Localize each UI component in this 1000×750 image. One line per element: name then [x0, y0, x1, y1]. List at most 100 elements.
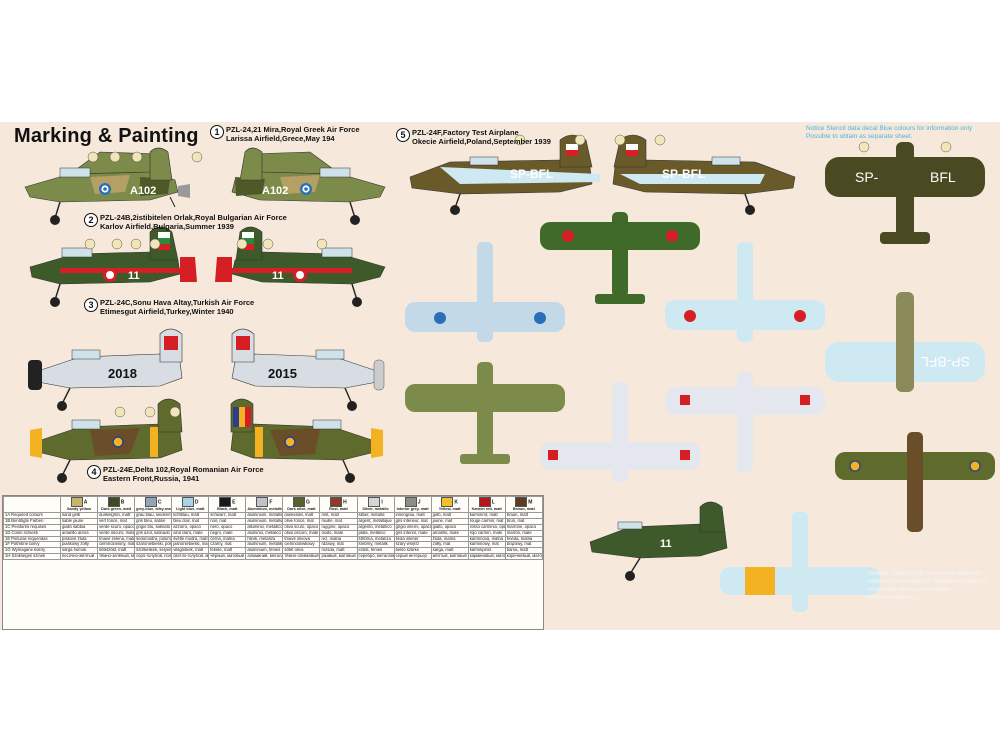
color-swatch — [292, 497, 305, 507]
turkish-number-right: 2015 — [268, 366, 297, 381]
polish-profile-right — [612, 134, 796, 215]
legend-cell: алюминий, металлик — [245, 553, 284, 561]
greek-profile-right — [231, 147, 386, 225]
legend-cell: jasnoniebieski, mat — [171, 541, 210, 549]
legend-column-code: J — [417, 499, 421, 506]
polish-top-view — [825, 142, 985, 244]
bulgarian-bottom-view — [665, 242, 825, 342]
callout-markers — [84, 134, 952, 418]
legend-cell: gris intérieur, mat — [393, 517, 432, 525]
legend-column-code: A — [83, 499, 88, 506]
color-swatch — [256, 497, 269, 507]
legend-row-label: 1H Szükséges színek — [3, 553, 61, 561]
scheme-5-line2: Okecie Airfield,Poland,September 1939 — [412, 137, 551, 146]
legend-cell: verde oscuro, mate — [97, 529, 136, 537]
color-swatch — [330, 497, 343, 507]
legend-cell: карминовый, матовый — [467, 553, 506, 561]
legend-cell: argento, metallico — [356, 523, 395, 531]
bulgarian-number-right: 11 — [272, 270, 284, 282]
scheme-3-line2: Etimesgut Airfield,Turkey,Winter 1940 — [100, 307, 234, 316]
legend-column-name: Silver, metallic — [362, 507, 389, 511]
romanian-bottom-view — [720, 512, 880, 612]
legend-column-name: Aluminium, metallic — [247, 507, 283, 511]
legend-cell: серебро, металлик — [356, 553, 395, 561]
legend-cell: tmavě zelená, matná — [97, 535, 136, 543]
legend-cell: коричневый, матовый — [504, 553, 544, 561]
legend-cell: aluminio, metálico — [245, 529, 284, 537]
legend-column-name: Yellow, matt — [438, 507, 461, 511]
romanian-profile-right — [230, 398, 383, 483]
painting-sheet: Marking & Painting A102 — [0, 122, 1000, 630]
legend-column-code: C — [157, 499, 162, 506]
legend-column-name: Light blue, matt — [176, 507, 205, 511]
scheme-3-line1: PZL-24C,Sonu Hava Altay,Turkish Air Forc… — [100, 298, 255, 307]
bulgarian-profile-right — [215, 226, 386, 307]
legend-cell: aluminium, metalik — [245, 541, 284, 549]
legend-cell: песочно-жёлтый — [59, 553, 99, 561]
aircraft-profiles: A102 A102 11 — [24, 134, 995, 612]
color-swatch — [107, 497, 120, 507]
legend-cell: rosso carminio, opaco — [467, 523, 506, 531]
legend-cell: stříbrná, metalíza — [356, 535, 395, 543]
legend-cell: серый интерьер — [393, 553, 432, 561]
legend-column-name: Karmin red, matt — [471, 507, 502, 511]
legend-column-code: G — [305, 499, 310, 506]
legend-cell: szürkéskék, selyem — [134, 547, 173, 555]
legend-cell: šedomodrá, polomat — [134, 535, 173, 543]
legend-cell: dunkelgrün, matt — [97, 511, 136, 519]
legend-column-code: D — [194, 499, 199, 506]
color-swatch — [70, 497, 83, 507]
legend-cell: aluminium, metallic — [245, 511, 284, 519]
legend-cell: alluminio, metallico — [245, 523, 284, 531]
stencil-note: Notice Stencil data decal Blue colours f… — [806, 125, 973, 140]
polish-top-reg-left: SP- — [855, 169, 879, 185]
legend-column-code: E — [232, 499, 236, 506]
scheme-4-caption: 4 PZL-24E,Delta 102,Royal Romanian Air F… — [87, 465, 264, 483]
bulgarian-profile-left — [29, 226, 197, 307]
scheme-5-caption: 5 PZL-24F,Factory Test Airplane Okecie A… — [396, 128, 551, 146]
legend-column-code: H — [343, 499, 347, 506]
scheme-2-line1: PZL-24B,2istibitelen Orlak,Royal Bulgari… — [100, 213, 287, 222]
polish-registration-left: SP-BFL — [510, 167, 553, 181]
scheme-1-line1: PZL-24,21 Mira,Royal Greek Air Force — [226, 125, 360, 134]
greek-registration-right: A102 — [262, 185, 288, 197]
color-swatch — [368, 497, 381, 507]
turkish-top-view — [665, 372, 825, 472]
color-swatch — [515, 497, 528, 507]
legend-cell: ciemnooliwkowy — [282, 541, 321, 549]
scheme-5-line1: PZL-24F,Factory Test Airplane — [412, 128, 519, 137]
sheet-title: Marking & Painting — [14, 125, 199, 147]
polish-note: Uwaga: Opisy Kalki na ścianie skala do c… — [868, 570, 988, 601]
legend-cell: чёрный, матовый — [208, 553, 247, 561]
scheme-4-number: 4 — [87, 465, 101, 479]
legend-column-code: I — [381, 499, 383, 506]
scheme-3-number: 3 — [84, 298, 98, 312]
scheme-2-number: 2 — [84, 213, 98, 227]
legend-column-code: B — [120, 499, 125, 506]
legend-column-name: Black, matt — [217, 507, 238, 511]
polish-profile-left — [409, 134, 600, 215]
turkish-profile-left — [28, 328, 183, 411]
color-swatch — [219, 497, 232, 507]
scheme-4-line1: PZL-24E,Delta 102,Royal Romanian Air For… — [103, 465, 264, 474]
legend-column-name: Dark green, matt — [101, 507, 132, 511]
turkish-bottom-view — [540, 382, 700, 482]
legend-cell: oliva oscuro, mate — [282, 529, 321, 537]
legend-cell: alumínium, fémes — [245, 547, 284, 555]
polish-bottom-reg: SP-BFL — [921, 354, 970, 370]
greek-registration-left: A102 — [130, 185, 156, 197]
legend-column-name: Sandy yellow — [67, 507, 92, 511]
legend-cell: grau blau, seidenmatt — [134, 511, 173, 519]
